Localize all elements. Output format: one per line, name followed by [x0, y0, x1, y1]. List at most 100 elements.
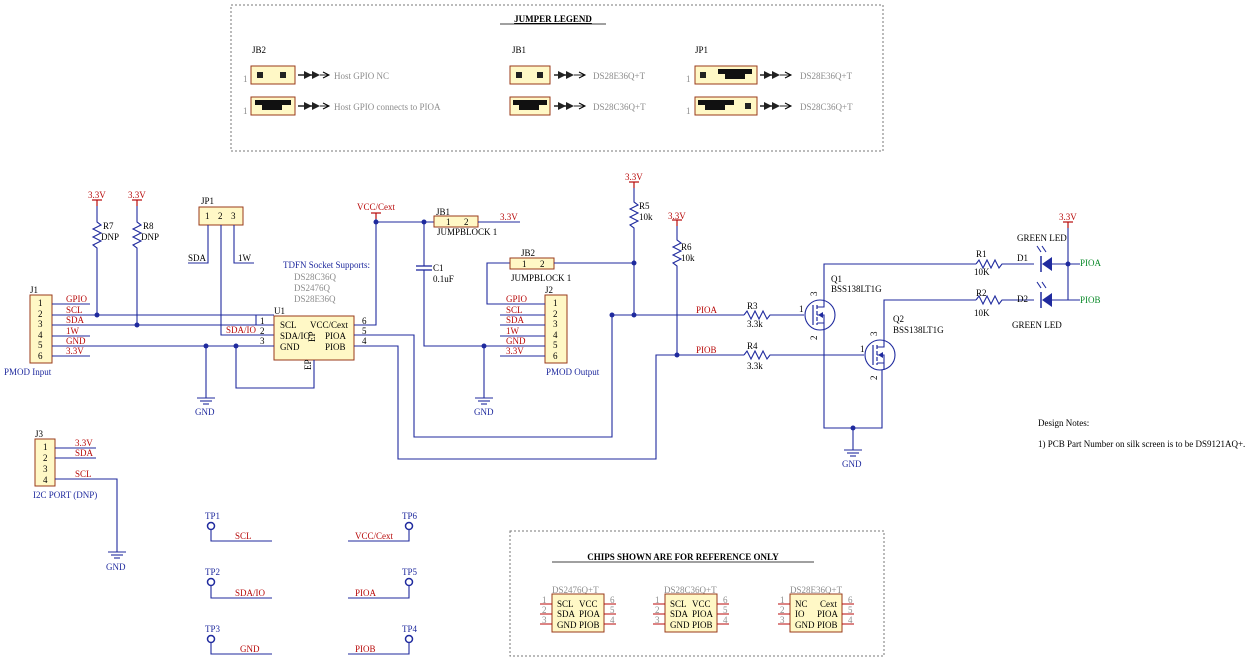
c1-ref: C1: [433, 263, 444, 273]
svg-text:5: 5: [553, 340, 558, 350]
svg-text:R1: R1: [976, 249, 987, 259]
chip-ref-ds28e36q: DS28E36Q+T NC Cext IO PIOA GND PIOB 1 2 …: [778, 585, 854, 633]
jumper-legend: JUMPER LEGEND JB2 JB1 JP1 1 Host GPIO NC…: [230, 4, 884, 152]
svg-text:1: 1: [243, 106, 248, 116]
svg-text:3.3V: 3.3V: [668, 211, 686, 221]
svg-text:5: 5: [723, 605, 728, 615]
jumper-jb2: JB2 1 2 JUMPBLOCK 1: [509, 248, 571, 283]
c1-value: 0.1uF: [433, 274, 454, 284]
svg-text:R2: R2: [976, 288, 987, 298]
svg-text:R4: R4: [747, 341, 758, 351]
testpoint-tp5: TP5 PIOA: [348, 567, 418, 599]
legend-jp1-row2-text: DS28C36Q+T: [800, 102, 853, 112]
svg-text:J2: J2: [545, 285, 553, 295]
svg-text:EP: EP: [303, 359, 313, 370]
svg-text:3: 3: [43, 464, 48, 474]
jp1-net-sda: SDA: [188, 253, 207, 263]
jp1-net-sdaio: SDA/IO: [226, 325, 257, 335]
svg-text:6: 6: [553, 351, 558, 361]
svg-text:PIOB: PIOB: [355, 644, 376, 654]
svg-text:SCL: SCL: [557, 599, 574, 609]
svg-text:4: 4: [848, 615, 853, 625]
svg-text:R3: R3: [747, 301, 758, 311]
svg-text:PIOA: PIOA: [355, 588, 377, 598]
svg-text:5: 5: [362, 326, 367, 336]
svg-text:Cext: Cext: [820, 599, 837, 609]
j1-net-gnd: GND: [66, 336, 86, 346]
connector-j2: J2 1 2 3 4 5 6 PMOD Output: [544, 285, 600, 377]
j2-net-scl: SCL: [506, 305, 523, 315]
design-notes-title: Design Notes:: [1038, 418, 1089, 428]
svg-text:TP2: TP2: [205, 567, 220, 577]
svg-text:1: 1: [542, 595, 547, 605]
svg-text:2: 2: [809, 336, 819, 341]
net-pioa-out: PIOA: [1080, 258, 1102, 268]
svg-text:1: 1: [446, 217, 451, 227]
svg-text:4: 4: [723, 615, 728, 625]
svg-text:D1: D1: [1017, 253, 1028, 263]
j3-net-3v3: 3.3V: [75, 438, 93, 448]
chips-title: CHIPS SHOWN ARE FOR REFERENCE ONLY: [587, 552, 779, 562]
svg-text:2: 2: [540, 259, 545, 269]
svg-text:IO: IO: [795, 609, 805, 619]
svg-text:PIOA: PIOA: [325, 331, 347, 341]
svg-text:DS28C36Q+T: DS28C36Q+T: [664, 585, 717, 595]
svg-text:2: 2: [553, 309, 558, 319]
svg-text:TP3: TP3: [205, 624, 221, 634]
svg-text:3.3V: 3.3V: [88, 190, 106, 200]
svg-text:2: 2: [218, 211, 223, 221]
svg-text:3: 3: [38, 319, 43, 329]
svg-text:R6: R6: [681, 242, 692, 252]
tdfn-title: TDFN Socket Supports:: [283, 260, 370, 270]
svg-text:10K: 10K: [974, 267, 990, 277]
net-pioa: PIOA: [696, 305, 718, 315]
svg-text:1: 1: [43, 442, 48, 452]
svg-text:PMOD Output: PMOD Output: [546, 367, 600, 377]
svg-text:I2C PORT (DNP): I2C PORT (DNP): [33, 490, 97, 500]
design-notes-line1: 1) PCB Part Number on silk screen is to …: [1038, 439, 1245, 449]
testpoint-tp1: TP1 SCL: [205, 511, 272, 542]
legend-jb2-shorted: 1 Host GPIO connects to PIOA: [243, 96, 441, 116]
connector-j3: J3 1 2 3 4 I2C PORT (DNP): [33, 429, 97, 500]
svg-text:JB1: JB1: [436, 207, 450, 217]
led-d2: D2 GREEN LED: [1012, 281, 1062, 330]
gnd-label-j3: GND: [106, 562, 126, 572]
svg-text:3: 3: [869, 331, 879, 336]
j1-net-sda: SDA: [66, 315, 85, 325]
svg-text:2: 2: [464, 217, 469, 227]
svg-text:PIOB: PIOB: [817, 620, 838, 630]
svg-text:3: 3: [809, 291, 819, 296]
svg-text:1: 1: [655, 595, 660, 605]
svg-text:DS28E36Q+T: DS28E36Q+T: [790, 585, 843, 595]
resistor-r4: R4 3.3k: [743, 341, 864, 371]
svg-text:Q2: Q2: [893, 314, 904, 324]
svg-text:2: 2: [38, 309, 43, 319]
tdfn-item-2: DS2476Q: [294, 283, 331, 293]
legend-jb1-open: DS28E36Q+T: [509, 65, 646, 85]
svg-text:SDA/IO: SDA/IO: [280, 331, 311, 341]
legend-jp1-name: JP1: [695, 45, 708, 55]
j2-net-gnd: GND: [506, 336, 526, 346]
svg-text:DNP: DNP: [101, 232, 119, 242]
svg-text:6: 6: [848, 595, 853, 605]
svg-text:NC: NC: [795, 599, 808, 609]
svg-text:PIOB: PIOB: [692, 620, 713, 630]
svg-text:BSS138LT1G: BSS138LT1G: [831, 284, 882, 294]
legend-jb2-row1-text: Host GPIO NC: [334, 71, 389, 81]
testpoint-tp3: TP3 GND: [205, 624, 272, 655]
svg-text:JUMPBLOCK 1: JUMPBLOCK 1: [511, 273, 571, 283]
testpoint-tp4: TP4 PIOB: [348, 624, 418, 655]
svg-text:TP4: TP4: [402, 624, 418, 634]
j3-net-scl: SCL: [75, 469, 92, 479]
svg-text:1: 1: [860, 344, 865, 354]
svg-text:3: 3: [655, 615, 660, 625]
svg-text:2: 2: [869, 376, 879, 381]
svg-text:10K: 10K: [974, 308, 990, 318]
legend-jb1-name: JB1: [512, 45, 526, 55]
svg-text:U1: U1: [274, 306, 285, 316]
svg-text:6: 6: [723, 595, 728, 605]
legend-jp1-pos12: 1 DS28C36Q+T: [686, 96, 853, 116]
svg-text:GND: GND: [557, 620, 577, 630]
gnd-label-j2: GND: [474, 407, 494, 417]
svg-text:4: 4: [610, 615, 615, 625]
